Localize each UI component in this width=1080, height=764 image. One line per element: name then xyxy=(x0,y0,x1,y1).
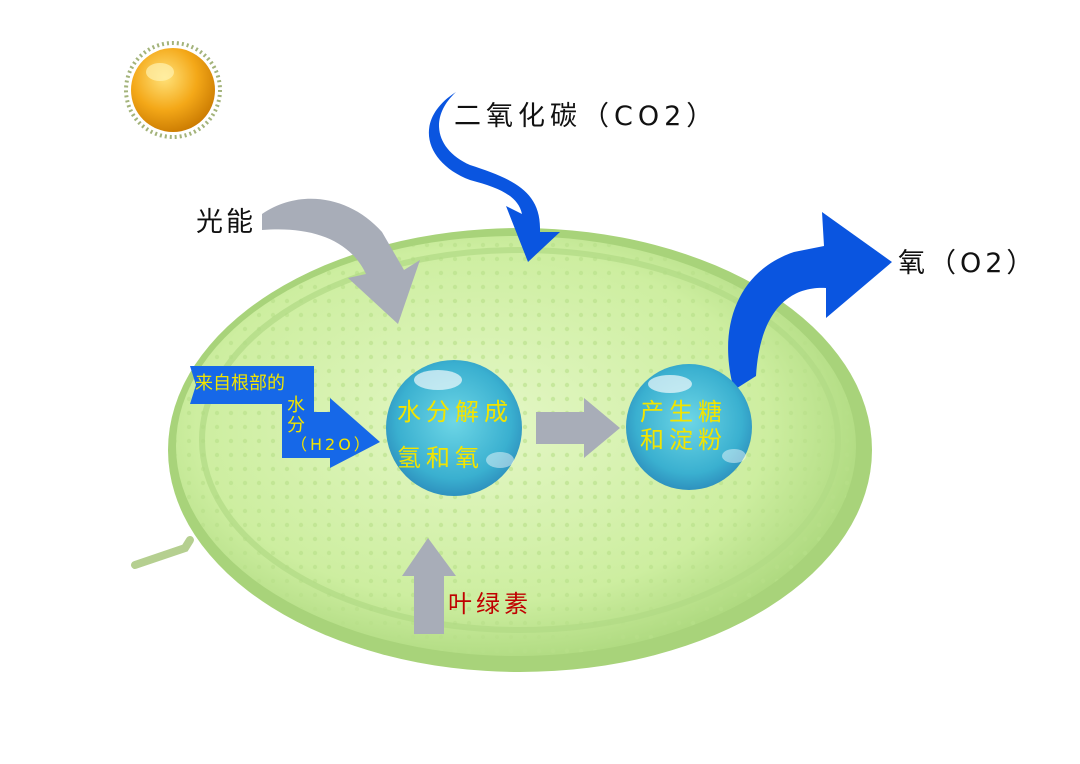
sun-icon xyxy=(124,41,222,139)
product-bubble-line1: 产生糖 xyxy=(640,398,727,426)
light-arrow xyxy=(262,198,420,324)
light-energy-label: 光能 xyxy=(196,207,256,238)
o2-arrow xyxy=(728,212,892,390)
split-bubble-line1: 水分解成 xyxy=(397,398,513,426)
co2-label: 二氧化碳（CO2） xyxy=(454,101,719,132)
product-bubble-line2: 和淀粉 xyxy=(640,426,727,454)
process-arrow xyxy=(536,398,620,458)
chlorophyll-label: 叶绿素 xyxy=(448,590,532,618)
oxygen-label: 氧（O2） xyxy=(898,248,1038,279)
water-source-label: 来自根部的 xyxy=(195,373,285,394)
water-arrow xyxy=(190,366,380,468)
water-formula-label: （H2O） xyxy=(291,435,373,454)
co2-arrow xyxy=(428,92,560,262)
split-bubble xyxy=(386,360,522,496)
split-bubble-line2: 氢和氧 xyxy=(397,444,484,472)
product-bubble xyxy=(626,364,752,490)
water-label: 水分 xyxy=(287,395,305,436)
chlorophyll-arrow xyxy=(402,538,456,634)
